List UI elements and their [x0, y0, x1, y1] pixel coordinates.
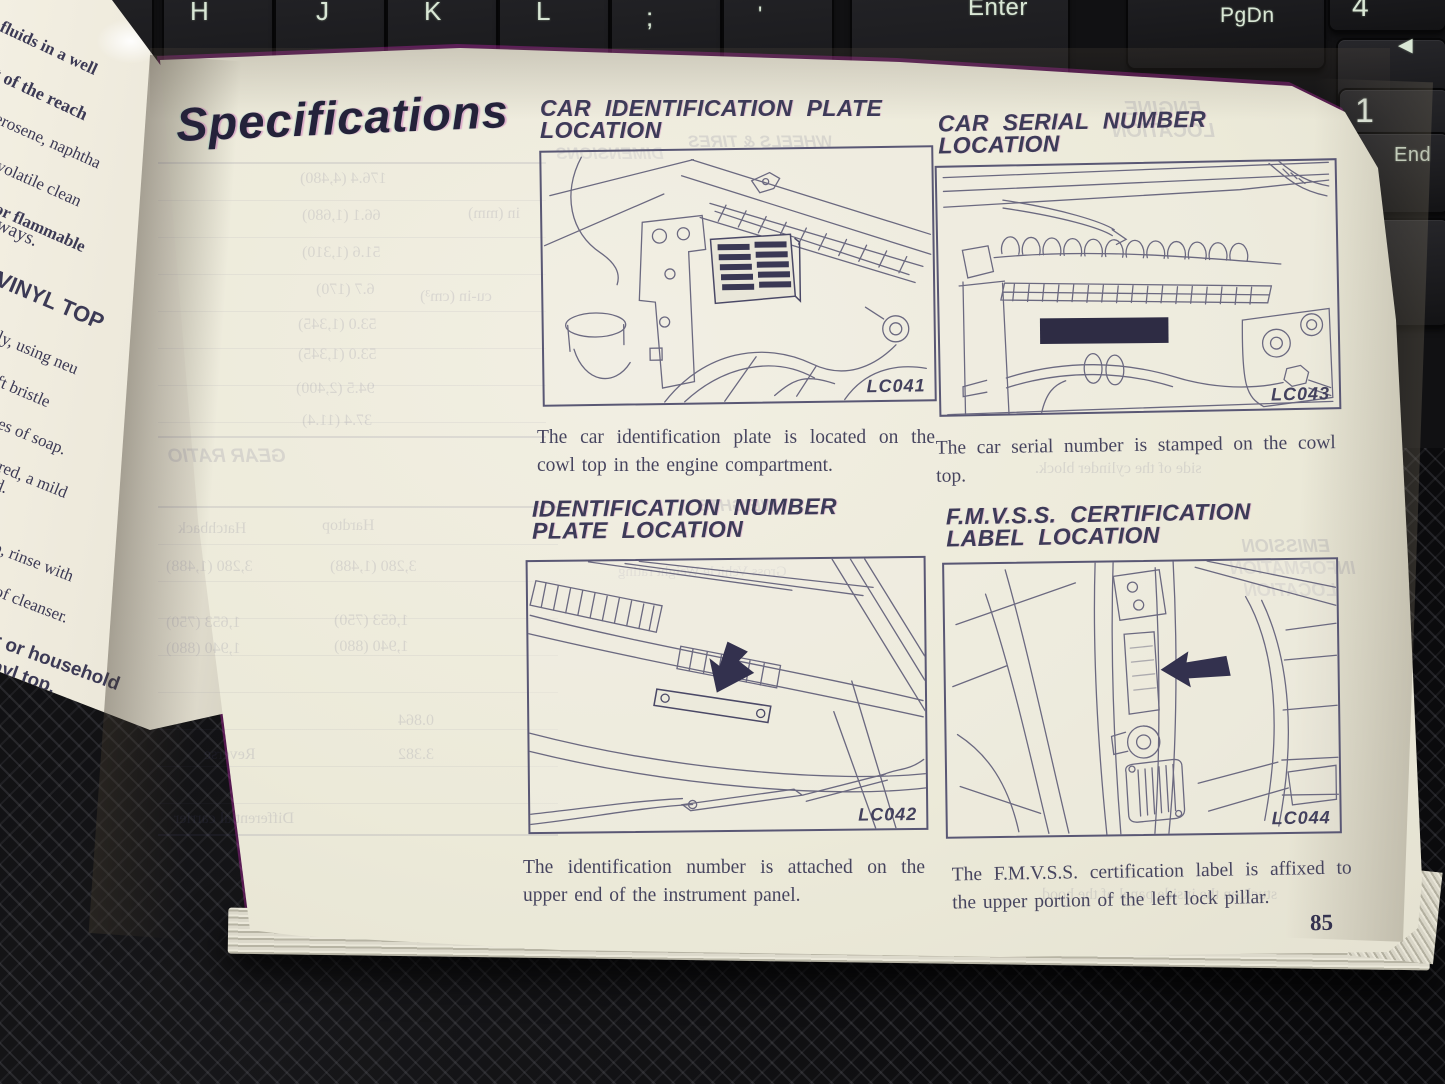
key-k-label: K: [424, 0, 442, 26]
section-heading-car-identification-plate: CAR IDENTIFICATION PLATE LOCATION: [540, 95, 940, 143]
key-apostrophe-label: ': [758, 2, 763, 27]
key-enter-label: Enter: [968, 0, 1028, 21]
bleedthrough-text: 1,653 (750): [166, 614, 241, 631]
bleedthrough-text: GEAR RATIO: [168, 446, 286, 467]
key-h-label: H: [190, 0, 210, 26]
figure-car-serial-number: LC043: [934, 158, 1342, 417]
key-pgdn-label: PgDn: [1220, 4, 1275, 27]
bleedthrough-text: 3,280 (1,488): [166, 558, 253, 575]
figure-fmvss-certification-label: LC044: [942, 557, 1342, 839]
blacked-out-serial-number: [1039, 317, 1169, 345]
identification-plate: [709, 233, 802, 305]
number-plate: [653, 688, 772, 724]
bleedthrough-text: 53.0 (1,345): [298, 346, 377, 363]
figure-code: LC043: [1270, 383, 1331, 405]
left-arrow-icon: ◀: [1398, 35, 1414, 56]
key-numpad-4: 4: [1330, 0, 1445, 30]
bleedthrough-gear-ratio-table: [158, 506, 558, 836]
key-semicolon-label: ;: [646, 2, 654, 32]
bleedthrough-text: 0.864: [398, 712, 434, 729]
bleedthrough-text: in (mm): [468, 205, 520, 222]
engine-compartment-illustration: [543, 156, 932, 403]
bleedthrough-text: Differential carrier: [174, 810, 295, 827]
bleedthrough-text: 66.1 (1,680): [302, 207, 381, 224]
left-page-text-line: t removing fluids in a well: [0, 0, 101, 79]
key-l-label: L: [536, 0, 551, 26]
section-heading-identification-number-plate: IDENTIFICATION NUMBER PLATE LOCATION: [531, 493, 932, 544]
bleedthrough-text: 1,940 (880): [334, 638, 409, 655]
figure-code: LC044: [1271, 807, 1331, 829]
figure-code: LC042: [858, 804, 918, 825]
bleedthrough-text: cu-in (cm³): [420, 288, 492, 305]
section-heading-car-serial-number: CAR SERIAL NUMBER LOCATION: [938, 106, 1339, 159]
bleedthrough-dimensions-table: [158, 162, 546, 438]
bleedthrough-text: 37.4 (11.4): [302, 412, 373, 429]
caption-fmvss-certification-label: The F.M.V.S.S. certification label is af…: [951, 857, 1352, 914]
left-page-text-line: ntire top, rinse with: [0, 520, 77, 586]
heading-line: PLATE LOCATION: [531, 515, 744, 544]
pointer-arrow: [709, 641, 755, 693]
pointer-arrow: [1160, 651, 1231, 688]
bleedthrough-text: 176.4 (4,480): [300, 170, 387, 187]
right-page: [160, 48, 1422, 957]
bleedthrough-text: Reverse: [204, 746, 256, 763]
bleedthrough-text: 3,280 (1,488): [330, 558, 417, 575]
bleedthrough-text: 94.5 (2,400): [296, 380, 375, 397]
heading-line: LOCATION: [540, 116, 662, 143]
cowl-top-illustration: [942, 160, 1334, 415]
page-number: 85: [1309, 909, 1334, 936]
instrument-panel-illustration: [527, 558, 927, 829]
figure-car-identification-plate: LC041: [539, 145, 937, 407]
bleedthrough-text: 1,940 (880): [166, 640, 241, 657]
left-page-heading-vinyl-top: HE VINYL TOP: [0, 252, 108, 335]
bleedthrough-text: Hardtop: [322, 517, 375, 534]
bleedthrough-text: Hatchback: [178, 520, 247, 537]
bleedthrough-text: 3.382: [398, 746, 434, 763]
key-numpad-4-label: 4: [1352, 0, 1370, 23]
figure-code: LC041: [866, 375, 926, 397]
bleedthrough-text: 53.0 (1,345): [298, 316, 377, 333]
bleedthrough-text: 51.6 (1,310): [302, 244, 381, 261]
bleedthrough-text: 6.7 (170): [316, 281, 375, 298]
caption-car-identification-plate: The car identification plate is located …: [537, 426, 935, 476]
section-heading-fmvss-certification-label: F.M.V.S.S. CERTIFICATION LABEL LOCATION: [946, 498, 1347, 551]
heading-line: CAR IDENTIFICATION PLATE: [540, 95, 883, 121]
key-numpad-1-label: 1: [1355, 92, 1374, 130]
bleedthrough-text: 1,653 (750): [334, 612, 409, 629]
lock-pillar-illustration: [952, 560, 1340, 836]
key-end-label: End: [1394, 144, 1432, 166]
caption-identification-number-plate: The identification number is attached on…: [523, 856, 925, 906]
caption-car-serial-number: The car serial number is stamped on the …: [935, 431, 1336, 487]
key-pgdn: PgDn: [1128, 0, 1324, 68]
figure-identification-number-plate: LC042: [525, 555, 929, 835]
key-j-label: J: [316, 0, 330, 26]
